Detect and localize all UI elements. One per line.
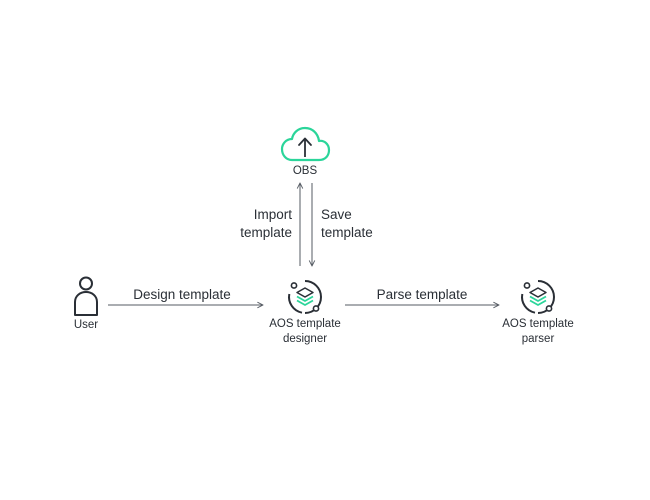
obs-label: OBS: [292, 165, 318, 177]
user-label: User: [73, 319, 99, 331]
parse-template-label: Parse template: [376, 287, 468, 302]
user-icon: [74, 276, 98, 316]
aos-parser-icon: [521, 280, 555, 314]
import-template-label: Import template: [240, 207, 292, 240]
designer-label: AOS template designer: [269, 318, 341, 345]
design-template-label: Design template: [133, 287, 231, 302]
aos-designer-icon: [288, 280, 322, 314]
cloud-upload-icon: [280, 126, 331, 162]
save-template-label: Save template: [321, 207, 373, 240]
parser-label: AOS template parser: [502, 318, 574, 345]
